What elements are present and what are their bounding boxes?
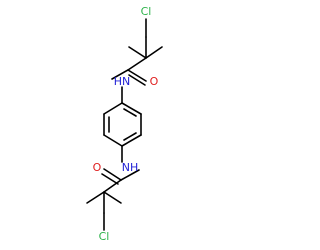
oxygen-label-top: O: [150, 75, 159, 88]
nitrogen-label-top: HN: [114, 75, 131, 88]
ring-double-1: [123, 108, 137, 117]
nitrogen-label-bottom: NH: [122, 161, 139, 174]
bond-co-n-top: [111, 69, 129, 80]
atom-labels: Cl HN O NH O Cl: [93, 5, 159, 243]
ring-bond-6: [103, 102, 123, 115]
bond-cq-me2-bottom: [103, 191, 122, 204]
bond-co-cq-bottom: [103, 179, 122, 193]
ring-double-2: [123, 132, 137, 141]
bond-co-o-top-a: [127, 69, 147, 82]
chlorine-label-top: Cl: [141, 5, 152, 18]
bonds: [86, 18, 163, 231]
bond-co-o-bottom-b: [101, 173, 119, 185]
ring-bond-4: [103, 134, 123, 147]
bond-n-co-bottom: [120, 169, 140, 181]
bond-co-o-top-b: [128, 74, 146, 86]
bond-cq-me1-top: [128, 46, 147, 59]
structure-diagram: Cl HN O NH O Cl: [86, 5, 163, 243]
oxygen-label-bottom: O: [93, 161, 102, 174]
chlorine-label-bottom: Cl: [99, 230, 110, 243]
bond-cq-me2-top: [145, 46, 163, 59]
bond-cq-me1-bottom: [86, 191, 105, 204]
bond-cq-co-top: [127, 57, 147, 71]
ring-bond-3: [121, 134, 142, 147]
ring-bond-1: [121, 102, 142, 115]
bond-co-o-bottom-a: [103, 168, 122, 181]
